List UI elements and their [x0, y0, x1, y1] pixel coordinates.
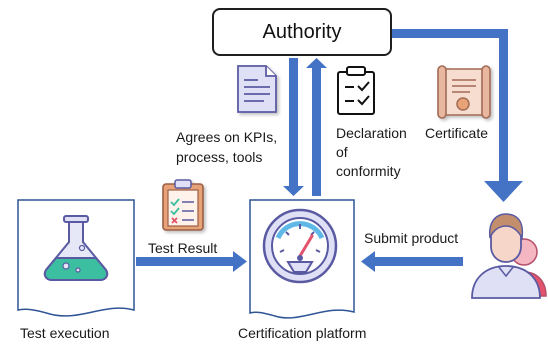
document-icon — [237, 65, 277, 113]
arrow-submit-product — [361, 251, 463, 272]
clipboard-icon — [162, 179, 204, 231]
arrow-test-result — [136, 251, 247, 272]
declaration-label-line3: conformity — [336, 163, 401, 179]
declaration-label-line2: of — [336, 144, 348, 160]
arrow-platform-to-authority — [306, 58, 327, 196]
test-execution-label: Test execution — [20, 325, 110, 341]
users-icon — [471, 213, 547, 299]
authority-label: Authority — [262, 20, 342, 43]
certificate-label: Certificate — [425, 125, 489, 141]
checklist-icon — [337, 66, 375, 115]
certification-platform-label: Certification platform — [238, 325, 367, 341]
declaration-label-line1: Declaration — [336, 125, 407, 141]
agrees-label-line2: process, tools — [176, 149, 263, 165]
certificate-icon — [437, 65, 491, 119]
arrow-certificate-to-user — [392, 29, 523, 202]
authority-node: Authority — [212, 8, 392, 56]
submit-product-label: Submit product — [364, 230, 459, 246]
gauge-icon — [262, 208, 338, 284]
arrow-authority-to-platform — [283, 58, 304, 196]
agrees-label-line1: Agrees on KPIs, — [176, 129, 278, 145]
flask-icon — [43, 215, 109, 281]
test-result-label: Test Result — [148, 240, 218, 256]
